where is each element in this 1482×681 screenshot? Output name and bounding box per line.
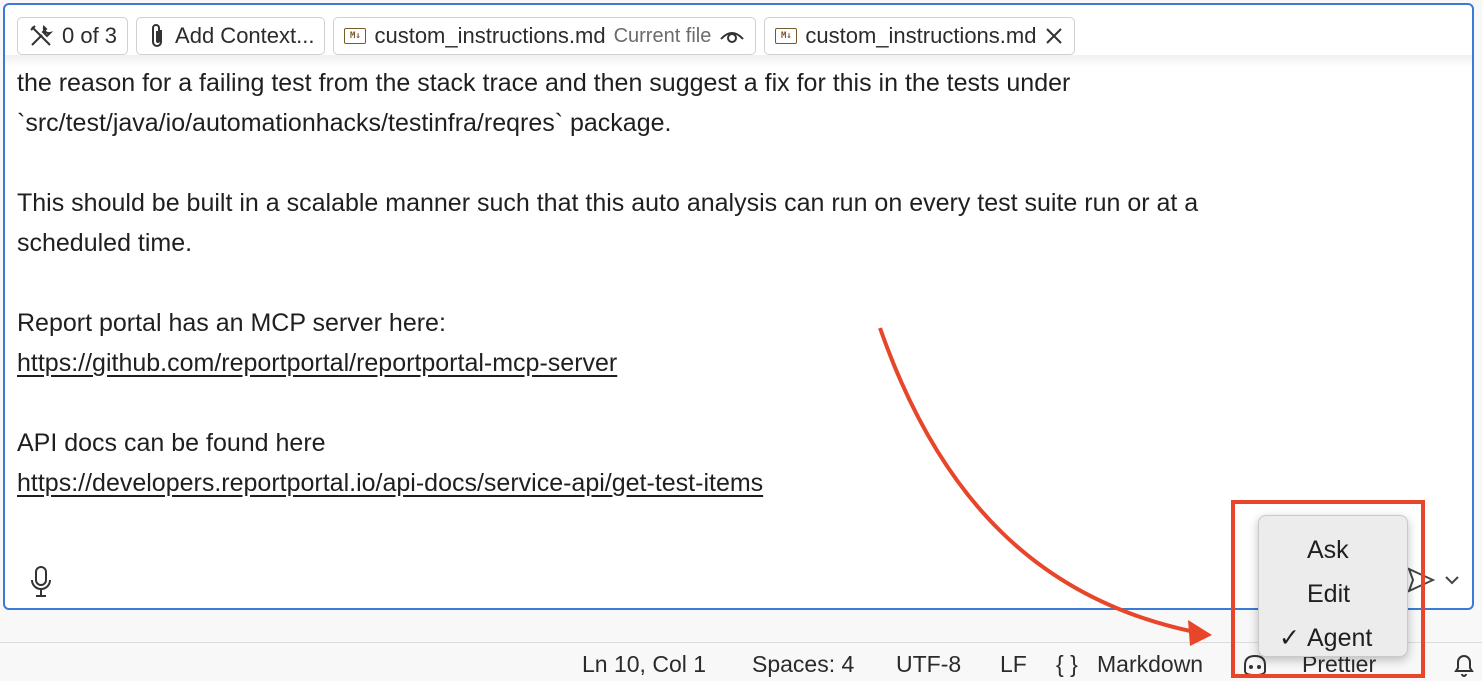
current-file-chip[interactable]: M↓ custom_instructions.md Current file [333,17,757,55]
mode-menu: Ask Edit ✓ Agent [1258,515,1408,657]
braces-icon: { } [1056,651,1078,677]
annotation-highlight-box [1231,500,1425,678]
add-context-label: Add Context... [175,23,315,48]
chevron-down-icon[interactable] [1443,573,1461,587]
mcp-server-link[interactable]: https://github.com/reportportal/reportpo… [17,349,618,377]
prompt-line: Report portal has an MCP server here: [17,309,446,337]
close-icon[interactable] [1044,26,1064,46]
file-chip[interactable]: M↓ custom_instructions.md [764,17,1076,55]
api-docs-link[interactable]: https://developers.reportportal.io/api-d… [17,469,764,497]
current-file-name: custom_instructions.md [374,23,606,48]
tools-count: 0 of 3 [62,23,118,48]
menu-item-label: Agent [1307,624,1373,652]
indentation[interactable]: Spaces: 4 [752,651,855,677]
prompt-line: scheduled time. [17,229,193,257]
encoding[interactable]: UTF-8 [896,651,962,677]
prompt-line: This should be built in a scalable manne… [17,189,1199,217]
chat-input-panel[interactable]: 0 of 3 Add Context... M↓ custom_instruct… [3,3,1474,610]
tools-icon [30,25,54,46]
menu-item-label: Ask [1307,536,1349,564]
bell-icon[interactable] [1452,652,1476,678]
menu-item-label: Edit [1307,580,1351,608]
menu-item-agent[interactable]: ✓ Agent [1259,618,1407,658]
microphone-icon[interactable] [29,565,53,599]
markdown-file-icon: M↓ [344,28,367,44]
markdown-file-icon: M↓ [775,28,798,44]
prompt-line: `src/test/java/io/automationhacks/testin… [17,109,672,137]
current-file-note: Current file [613,24,712,47]
scroll-fade [5,55,1472,67]
prompt-text[interactable]: the reason for a failing test from the s… [17,63,1417,503]
cursor-position[interactable]: Ln 10, Col 1 [582,651,707,677]
paperclip-icon [152,24,163,47]
menu-item-edit[interactable]: Edit [1259,574,1407,614]
tools-button[interactable]: 0 of 3 [17,17,129,55]
menu-item-ask[interactable]: Ask [1259,530,1407,570]
context-chips: 0 of 3 Add Context... M↓ custom_instruct… [17,17,1076,57]
end-of-line[interactable]: LF [1000,651,1027,677]
language-mode[interactable]: Markdown [1097,651,1204,677]
prompt-line: API docs can be found here [17,429,326,457]
add-context-button[interactable]: Add Context... [136,17,326,55]
file-chip-name: custom_instructions.md [805,23,1037,48]
prompt-line: the reason for a failing test from the s… [17,69,1071,97]
send-icon[interactable] [1407,567,1435,593]
checkmark-icon: ✓ [1279,624,1300,652]
eye-icon[interactable] [719,27,745,45]
